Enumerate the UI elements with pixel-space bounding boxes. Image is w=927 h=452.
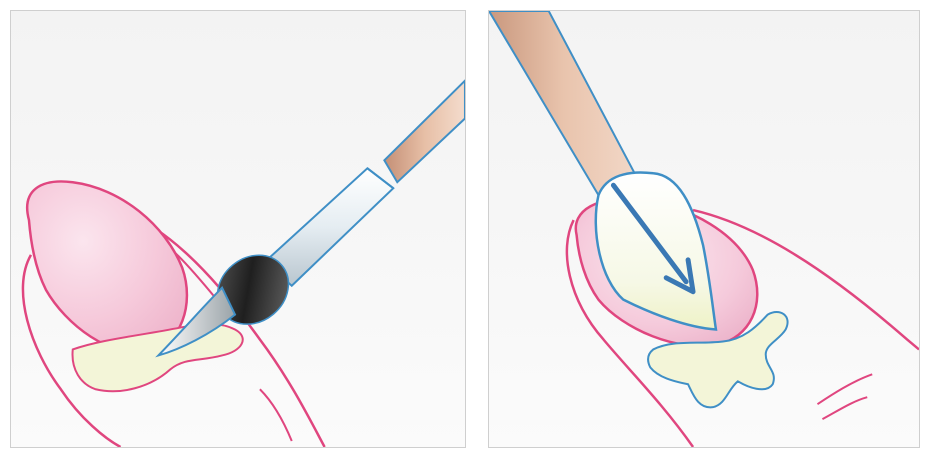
left-panel-art — [11, 11, 465, 447]
brush-icon — [158, 81, 465, 356]
nail-icon — [27, 181, 187, 352]
right-panel-art — [489, 11, 919, 447]
left-panel — [10, 10, 466, 448]
right-panel — [488, 10, 920, 448]
